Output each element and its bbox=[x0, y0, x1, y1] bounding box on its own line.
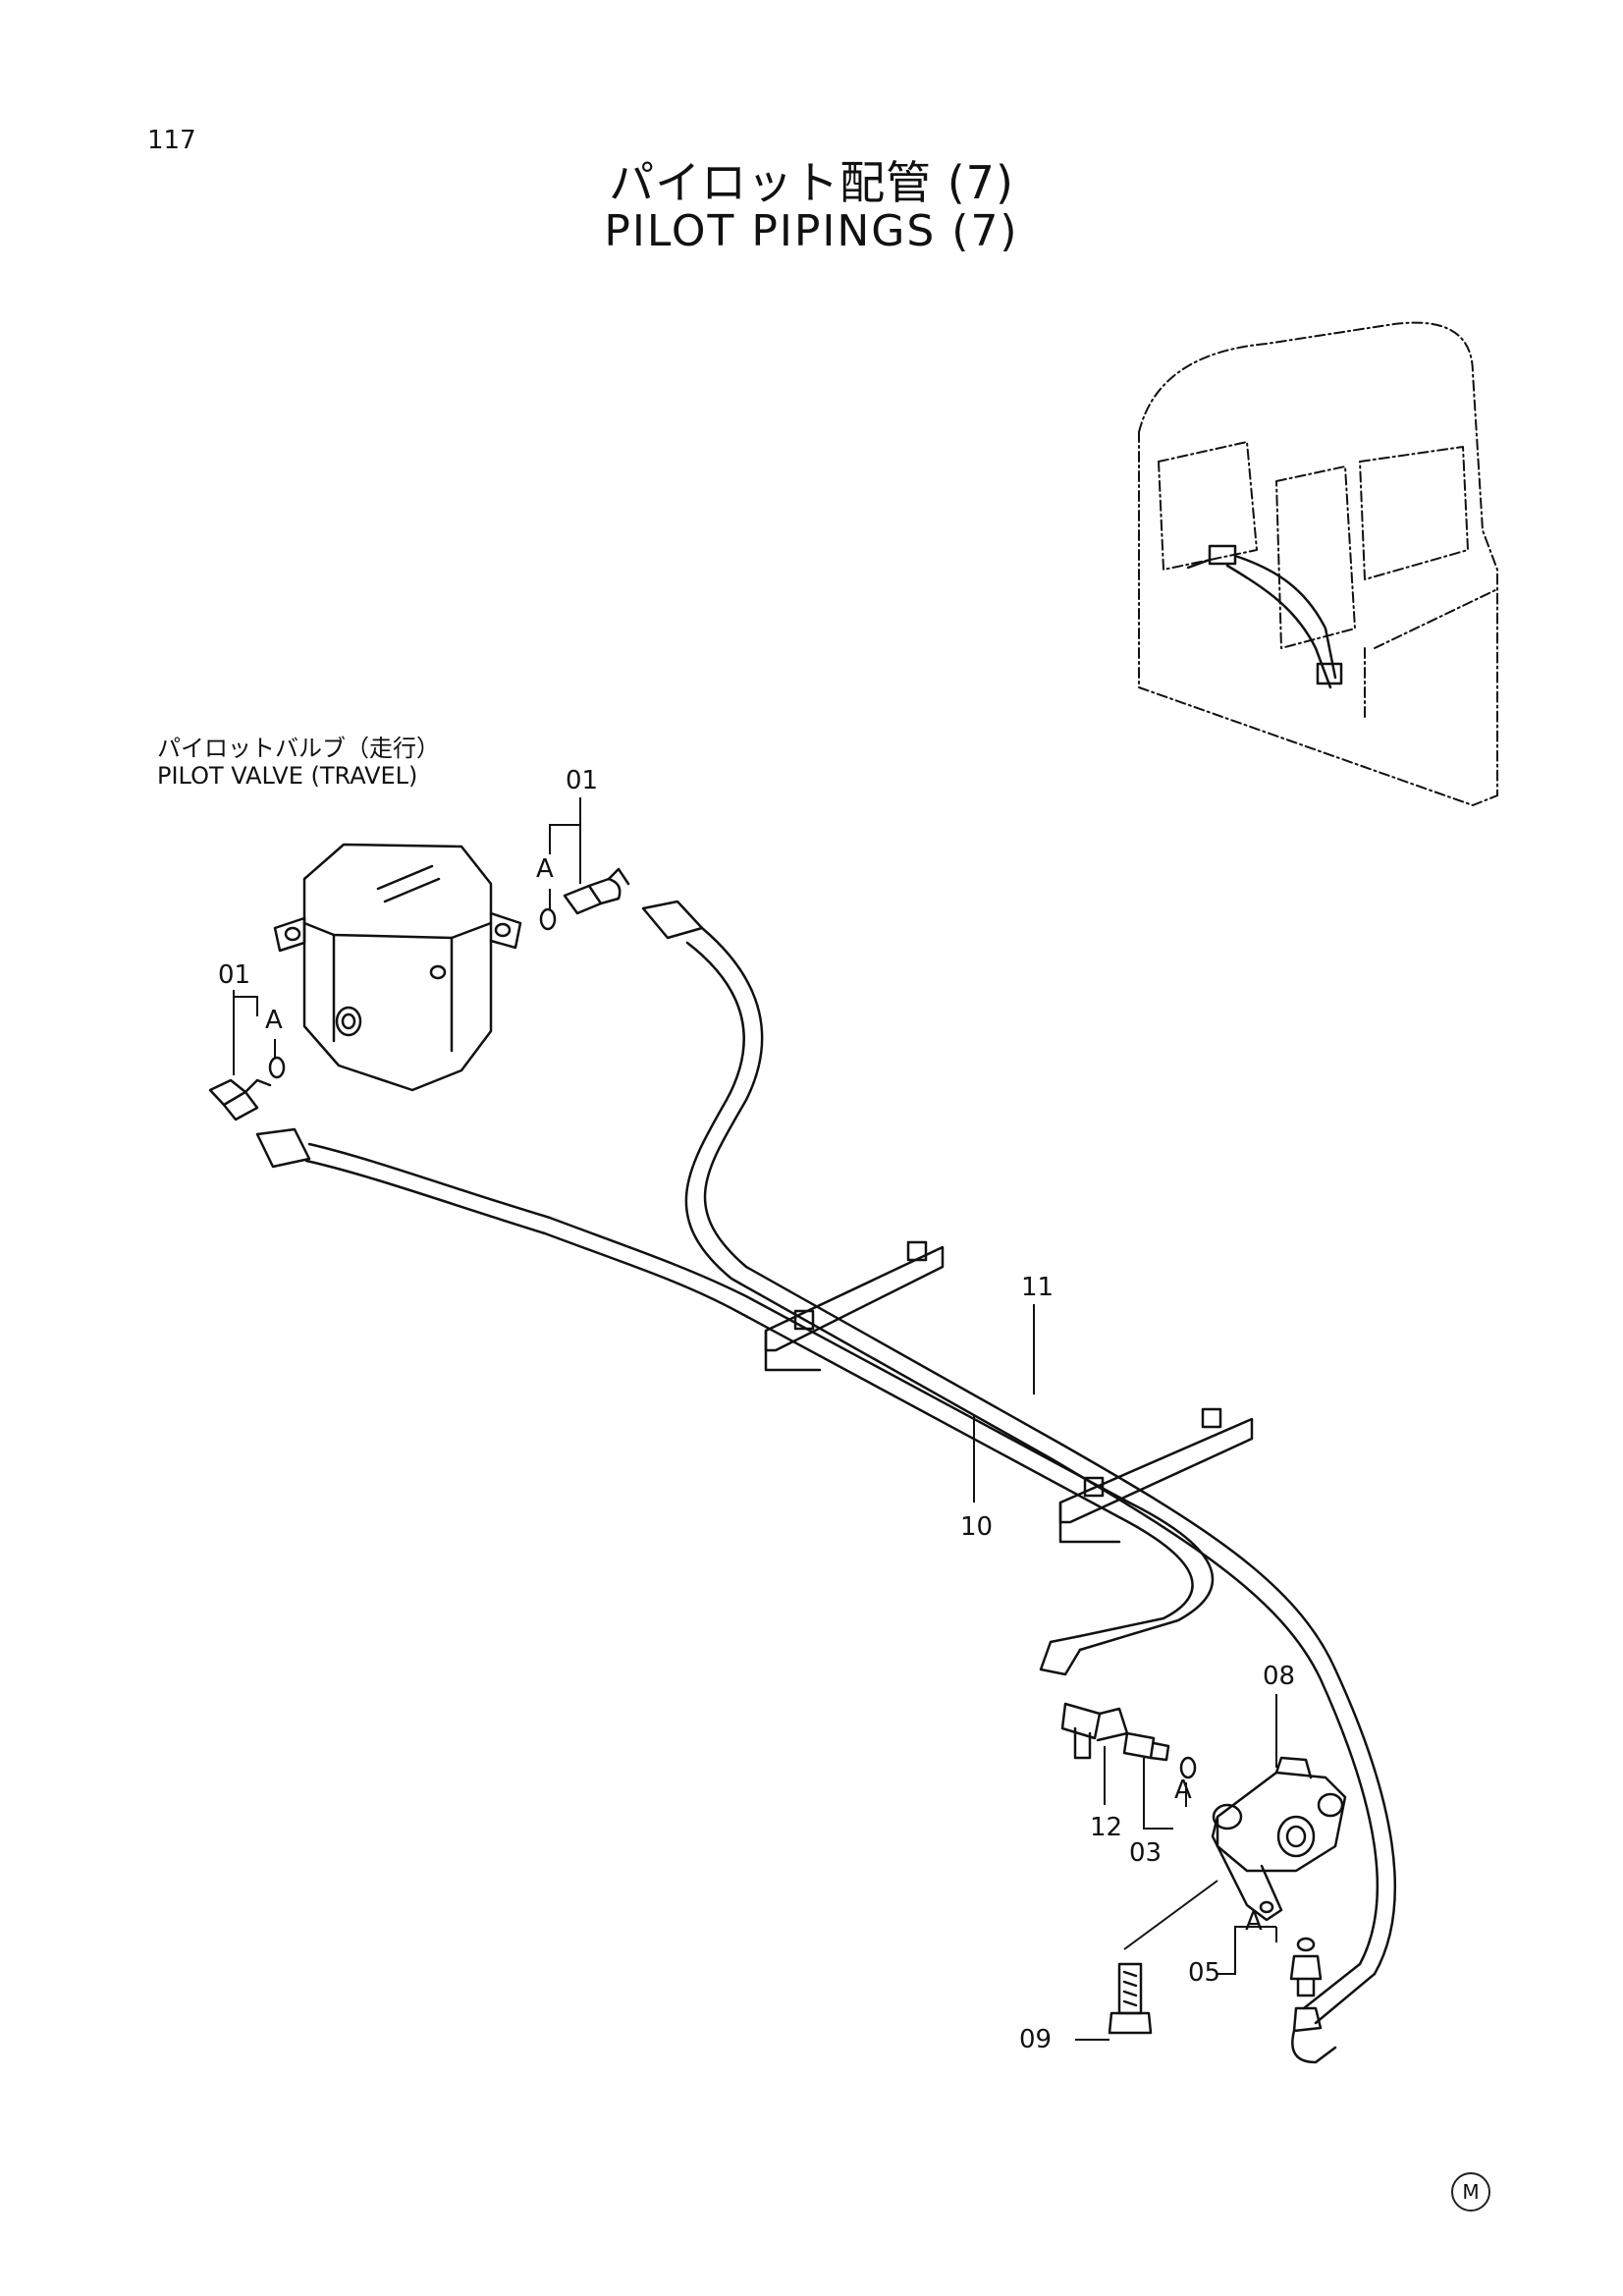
page-title-japanese: パイロット配管 (7) bbox=[609, 156, 1014, 209]
elbow-fitting-top bbox=[539, 867, 630, 931]
callout-12: 12 bbox=[1090, 1813, 1123, 1842]
valve-block-08 bbox=[1211, 1756, 1347, 1922]
page-title-english: PILOT PIPINGS (7) bbox=[604, 206, 1019, 256]
pilot-valve-label-japanese: パイロットバルブ（走行） bbox=[157, 735, 440, 762]
footer-mark: M bbox=[1451, 2172, 1490, 2212]
callout-a-left: A bbox=[265, 1006, 283, 1035]
clamp-bracket-lower bbox=[1058, 1407, 1254, 1544]
bolt-09 bbox=[1108, 1962, 1153, 2035]
leader-lines bbox=[233, 797, 1277, 2041]
callout-09: 09 bbox=[1019, 2025, 1053, 2054]
callout-a-03: A bbox=[1174, 1776, 1192, 1805]
clamp-bracket-upper bbox=[764, 1240, 945, 1372]
callout-05: 05 bbox=[1188, 1958, 1221, 1988]
hose-10 bbox=[255, 1127, 1215, 1676]
tee-fitting-12 bbox=[1060, 1702, 1129, 1760]
callout-a-05: A bbox=[1245, 1907, 1263, 1937]
callout-11: 11 bbox=[1021, 1273, 1055, 1302]
pilot-valve-body bbox=[273, 843, 522, 1092]
callout-08: 08 bbox=[1263, 1662, 1296, 1691]
straight-fitting-03 bbox=[1122, 1731, 1197, 1779]
adapter-fitting-05 bbox=[1289, 1937, 1337, 2064]
machine-cab-inset bbox=[1138, 321, 1498, 806]
callout-a-top: A bbox=[536, 854, 554, 884]
pilot-valve-label-english: PILOT VALVE (TRAVEL) bbox=[157, 762, 418, 790]
callout-03: 03 bbox=[1129, 1838, 1163, 1868]
callout-01-top: 01 bbox=[566, 766, 599, 795]
callout-10: 10 bbox=[960, 1512, 994, 1542]
cab-valve-wiring bbox=[1186, 544, 1343, 689]
callout-01-left: 01 bbox=[218, 960, 251, 990]
elbow-fitting-left bbox=[208, 1056, 286, 1121]
page-number: 117 bbox=[147, 126, 196, 155]
